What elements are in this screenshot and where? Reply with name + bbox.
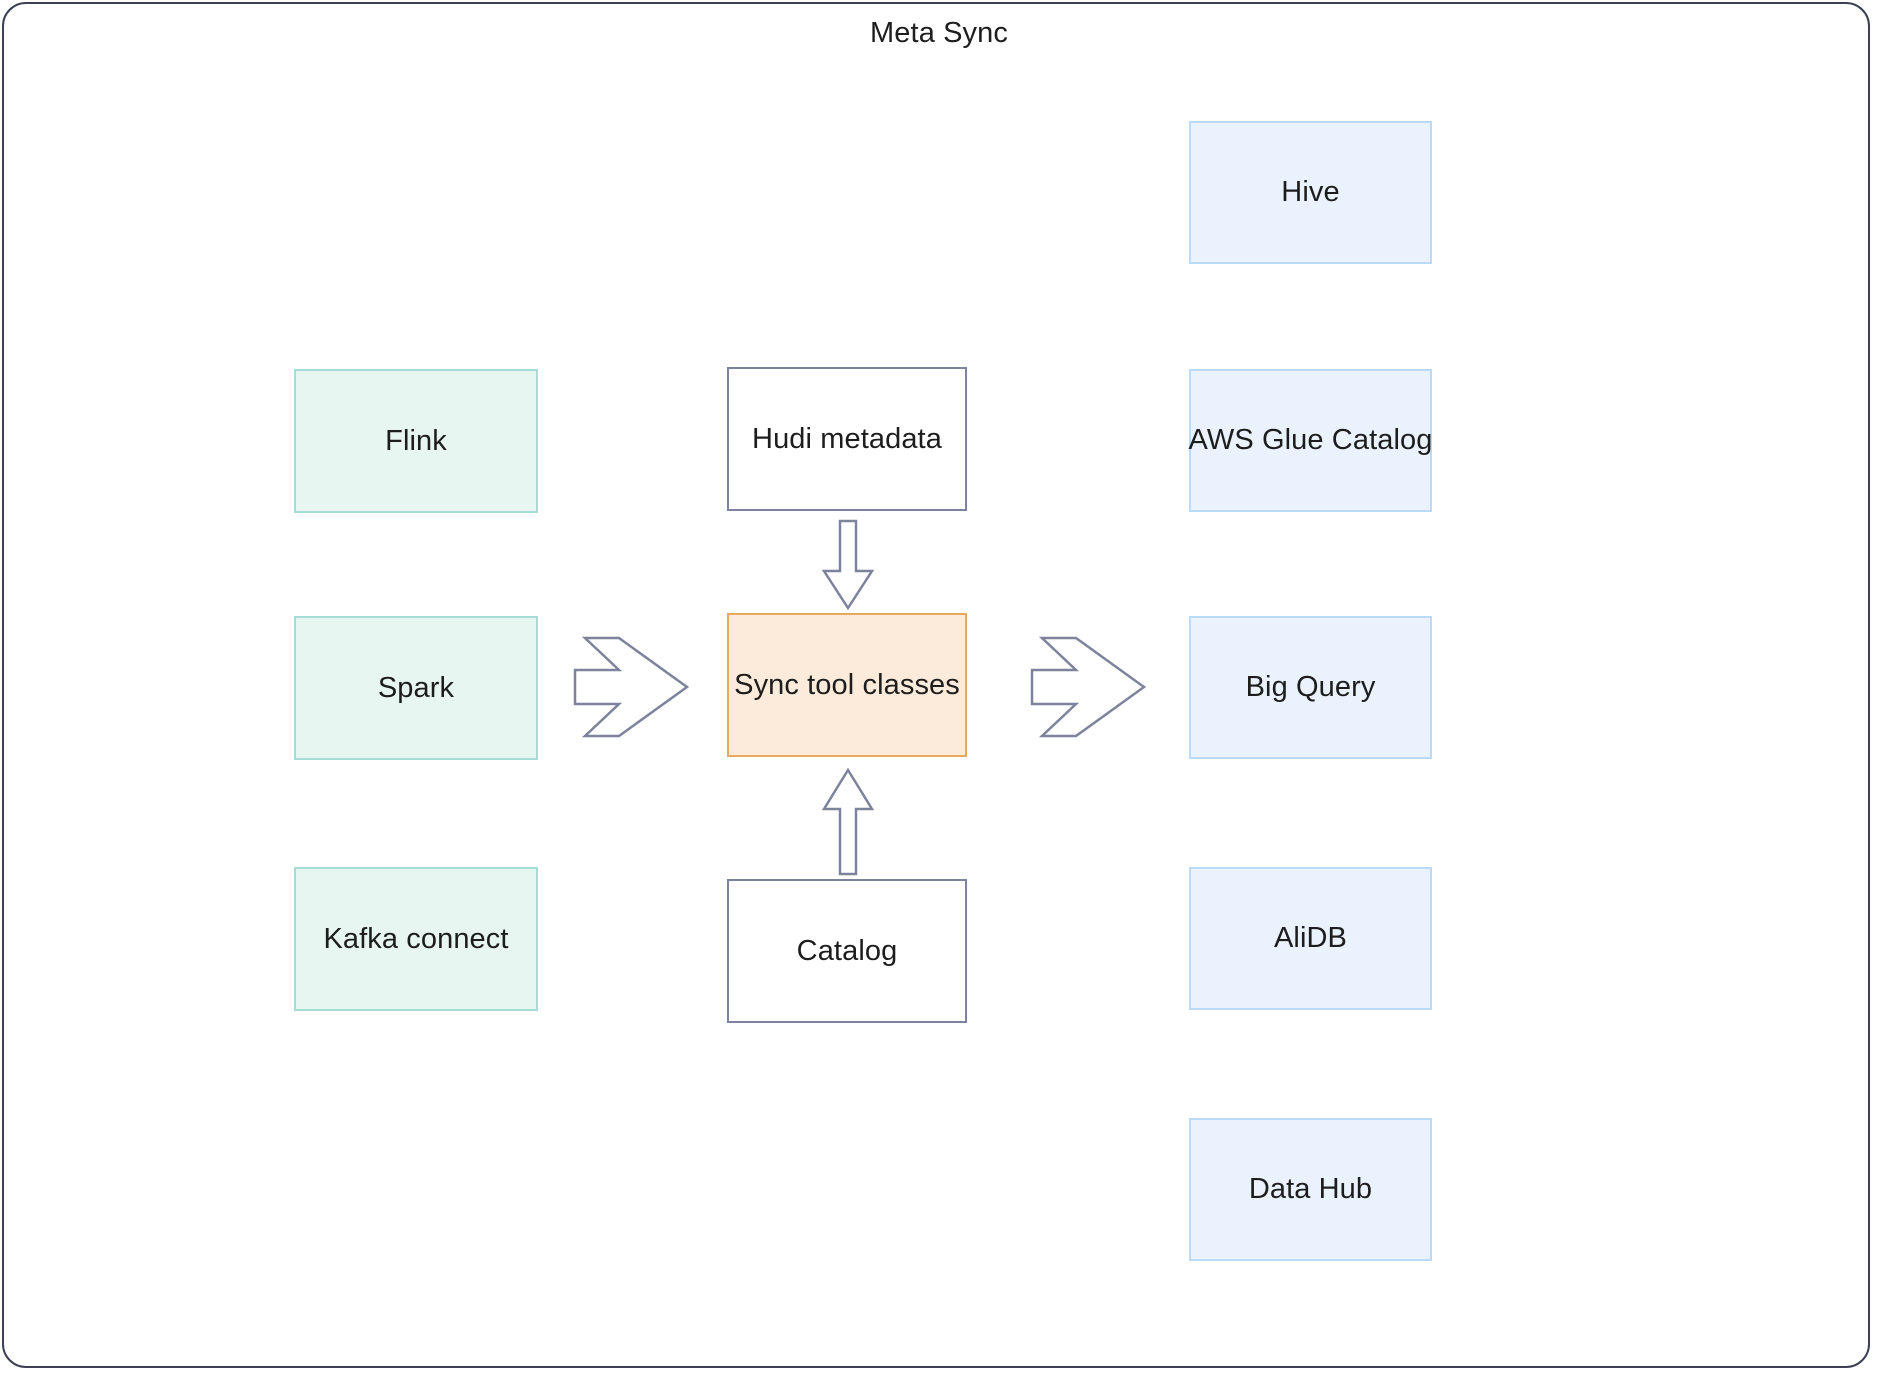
node-data-hub[interactable]: Data Hub [1189, 1118, 1432, 1261]
node-hudi-metadata[interactable]: Hudi metadata [727, 367, 967, 511]
diagram-title: Meta Sync [870, 17, 1008, 49]
node-kafka-connect[interactable]: Kafka connect [294, 867, 538, 1011]
node-sync-tool-classes[interactable]: Sync tool classes [727, 613, 967, 757]
node-aws-glue-catalog-label: AWS Glue Catalog [1188, 424, 1433, 457]
arrow-sources-to-processor [571, 632, 691, 742]
arrow-hudi-to-processor [820, 519, 876, 611]
node-spark[interactable]: Spark [294, 616, 538, 760]
node-alidb-label: AliDB [1273, 922, 1347, 955]
node-big-query[interactable]: Big Query [1189, 616, 1432, 759]
node-hive[interactable]: Hive [1189, 121, 1432, 264]
node-hive-label: Hive [1281, 176, 1340, 209]
node-sync-tool-classes-label: Sync tool classes [734, 668, 960, 701]
node-kafka-connect-label: Kafka connect [323, 922, 509, 955]
node-spark-label: Spark [377, 671, 455, 704]
node-aws-glue-catalog[interactable]: AWS Glue Catalog [1189, 369, 1432, 512]
node-big-query-label: Big Query [1245, 671, 1376, 704]
node-catalog[interactable]: Catalog [727, 879, 967, 1023]
node-flink[interactable]: Flink [294, 369, 538, 513]
node-flink-label: Flink [385, 424, 447, 457]
arrow-processor-to-sinks [1028, 632, 1148, 742]
node-alidb[interactable]: AliDB [1189, 867, 1432, 1010]
node-data-hub-label: Data Hub [1248, 1173, 1373, 1206]
arrow-catalog-to-processor [820, 767, 876, 877]
node-catalog-label: Catalog [796, 934, 898, 967]
node-hudi-metadata-label: Hudi metadata [752, 422, 942, 455]
